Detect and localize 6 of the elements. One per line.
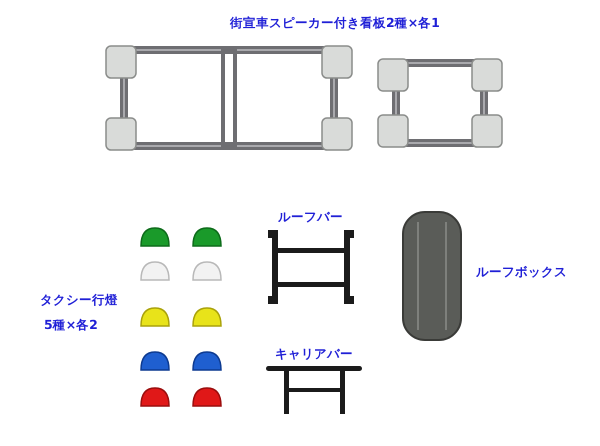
part-label: タクシー行燈 <box>40 292 118 307</box>
part-label: ルーフボックス <box>476 264 567 279</box>
part-label: キャリアバー <box>275 346 353 361</box>
part-label: 5種×各2 <box>44 317 98 332</box>
part-label: 街宣車スピーカー付き看板2種×各1 <box>230 15 440 30</box>
part-label: ルーフバー <box>278 209 343 224</box>
